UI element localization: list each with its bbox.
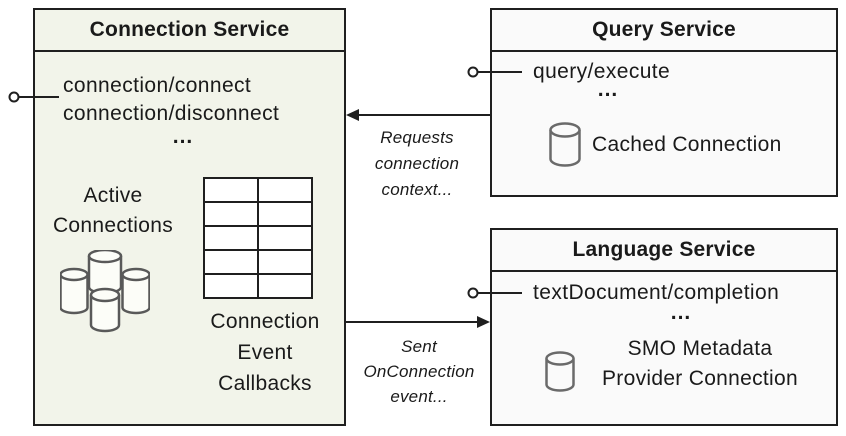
- smo-metadata-provider-label: SMO Metadata Provider Connection: [602, 337, 798, 390]
- query-methods-ellipsis: ...: [597, 78, 619, 101]
- callbacks-table: [203, 177, 313, 299]
- onconnection-event-note: Sent OnConnection event...: [363, 337, 475, 406]
- connection-service-box: Connection Service connection/connect co…: [33, 8, 346, 426]
- language-service-box: Language Service textDocument/completion…: [490, 228, 838, 426]
- active-connections-label: Active Connections: [52, 184, 174, 237]
- connection-service-title: Connection Service: [35, 10, 344, 52]
- table-cell: [205, 275, 257, 297]
- database-icon: [549, 122, 581, 167]
- query-service-title: Query Service: [492, 10, 836, 52]
- table-cell: [259, 179, 311, 201]
- query-service-box: Query Service query/execute ... Cached C…: [490, 8, 838, 197]
- table-cell: [205, 203, 257, 225]
- table-cell: [259, 227, 311, 249]
- method-connection-disconnect: connection/disconnect: [63, 102, 280, 125]
- database-cluster-icon: [60, 250, 150, 333]
- connection-event-callbacks-label: Connection Event Callbacks: [210, 310, 320, 395]
- onconnection-event-arrow: [346, 316, 490, 328]
- table-cell: [205, 251, 257, 273]
- database-icon: [545, 351, 575, 392]
- method-connection-connect: connection/connect: [63, 74, 252, 97]
- table-cell: [205, 179, 257, 201]
- table-cell: [205, 227, 257, 249]
- requests-context-note: Requests connection context...: [374, 128, 460, 199]
- method-textdocument-completion: textDocument/completion: [533, 281, 780, 304]
- language-service-title: Language Service: [492, 230, 836, 272]
- table-cell: [259, 203, 311, 225]
- method-query-execute: query/execute: [533, 60, 671, 83]
- language-methods-ellipsis: ...: [670, 301, 692, 324]
- table-cell: [259, 251, 311, 273]
- requests-context-arrow: [346, 109, 490, 121]
- cached-connection-label: Cached Connection: [592, 133, 782, 156]
- connection-methods-ellipsis: ...: [172, 125, 194, 148]
- table-cell: [259, 275, 311, 297]
